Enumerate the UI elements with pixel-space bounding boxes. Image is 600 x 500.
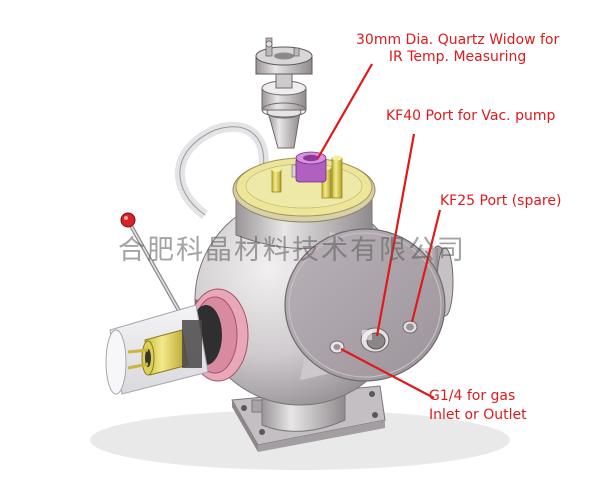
gas-port [329,340,345,354]
manipulator-handle [120,212,184,317]
quartz-window [295,151,327,183]
quartz-window-label-line2: IR Temp. Measuring [388,49,527,65]
kf40-port-label: KF40 Port for Vac. pump [386,108,556,124]
callout-gas [340,348,435,399]
callout-lines [317,63,442,399]
callout-kf25 [410,209,442,323]
ir-pyrometer-assembly [255,37,313,149]
callout-kf40 [375,133,416,337]
kf40-port [360,327,390,353]
gas-port-label: G1/4 for gas Inlet or Outlet [429,387,527,425]
gas-port-label-line2: Inlet or Outlet [429,407,527,423]
callout-quartz [317,63,373,159]
kf25-front-stub [402,320,418,334]
left-feedthrough [105,304,209,395]
company-watermark: 合肥科晶材料技术有限公司 [118,235,466,266]
quartz-window-label: 30mm Dia. Quartz Widow for IR Temp. Meas… [356,32,559,66]
quartz-window-label-line1: 30mm Dia. Quartz Widow for [356,32,560,48]
gas-port-label-line1: G1/4 for gas [429,388,516,404]
kf25-port-label: KF25 Port (spare) [440,193,562,209]
